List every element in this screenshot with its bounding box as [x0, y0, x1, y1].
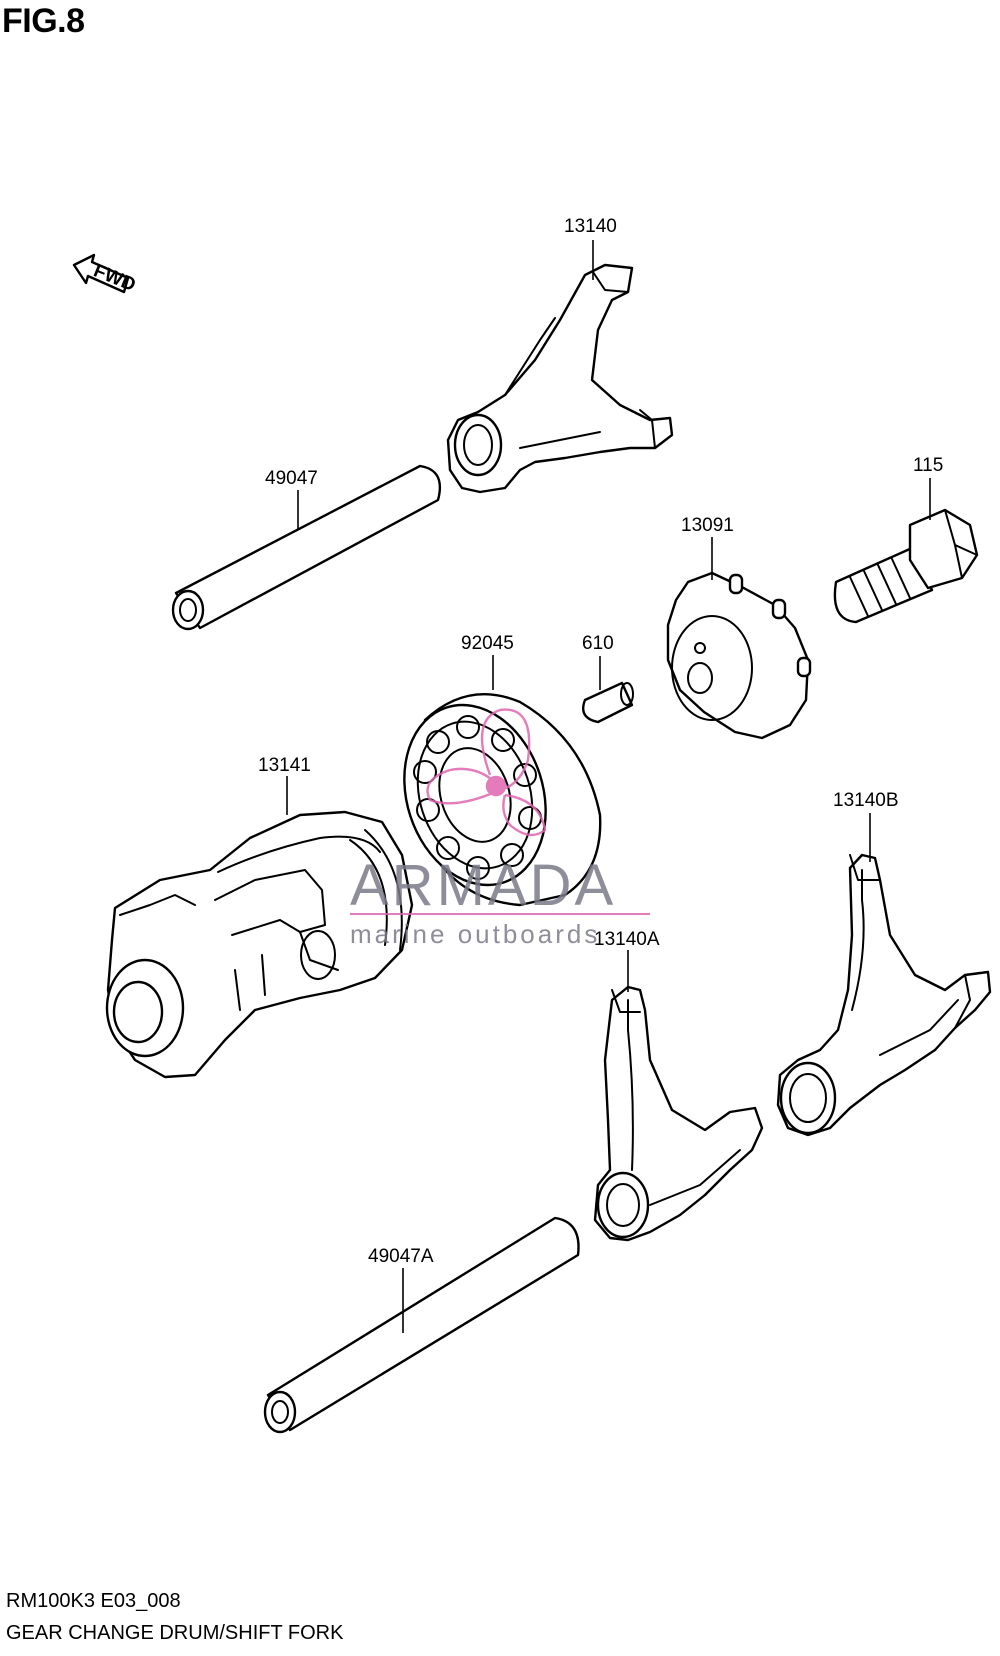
part-label-92045: 92045	[461, 633, 514, 654]
part-label-13141: 13141	[258, 755, 311, 776]
bearing-92045	[403, 692, 602, 907]
part-label-49047: 49047	[265, 468, 318, 489]
bolt-115	[833, 508, 979, 624]
part-label-115: 115	[913, 455, 943, 476]
diagram-code: RM100K3 E03_008	[6, 1590, 181, 1612]
shift-fork-13140A	[593, 985, 764, 1242]
diagram-name: GEAR CHANGE DRUM/SHIFT FORK	[6, 1622, 344, 1644]
part-label-610: 610	[582, 633, 614, 654]
gearshift-cam-13141	[105, 810, 414, 1079]
shift-fork-13140B	[776, 853, 992, 1137]
shift-fork-13140	[446, 263, 674, 494]
figure-title: FIG.8	[2, 2, 85, 40]
cam-stopper-13091	[666, 571, 812, 740]
propeller-logo-icon	[426, 708, 547, 837]
part-label-13091: 13091	[681, 515, 734, 536]
leader-lines	[286, 240, 931, 1333]
part-label-13140A: 13140A	[594, 929, 660, 950]
dowel-pin-610	[581, 681, 634, 724]
part-label-13140B: 13140B	[833, 790, 899, 811]
part-label-49047A: 49047A	[368, 1246, 434, 1267]
watermark-brand: ARMADA	[350, 853, 616, 918]
shift-fork-shaft-49047	[171, 464, 442, 631]
part-label-13140: 13140	[564, 216, 617, 237]
watermark: ARMADA marine outboards	[350, 708, 650, 949]
watermark-tagline: marine outboards	[350, 919, 600, 949]
shift-fork-shaft-49047A	[263, 1216, 580, 1434]
fwd-arrow-icon: FWD	[72, 253, 139, 296]
fwd-label: FWD	[91, 260, 139, 296]
